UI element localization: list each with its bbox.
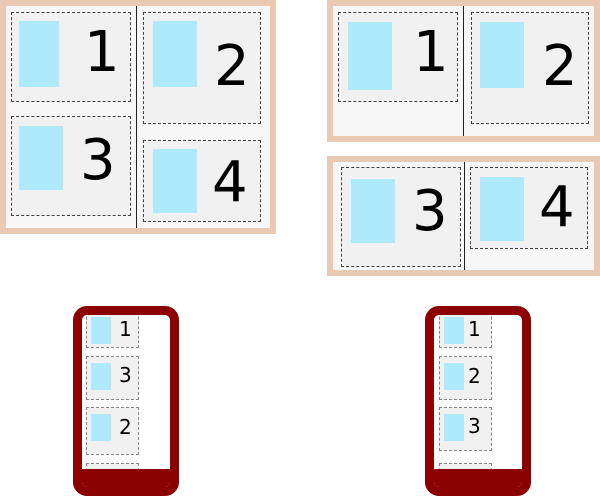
column-divider [464,162,465,270]
phone-list-item[interactable]: 2 [439,356,492,400]
tile-number: 3 [80,128,116,193]
grid-tile-1[interactable]: 1 [11,12,131,102]
image-placeholder-icon [91,363,111,390]
image-placeholder-icon [444,363,464,390]
grid-tile-2[interactable]: 2 [143,12,261,124]
tile-number: 2 [214,34,250,99]
split-layout-top-panel: 1 2 [327,0,600,142]
phone-list-item[interactable]: 1 [86,315,139,348]
phone-chin [82,469,170,487]
image-placeholder-icon [348,22,392,90]
image-placeholder-icon [19,21,59,87]
image-placeholder-icon [153,21,197,87]
tile-number: 3 [468,414,481,438]
phone-list-item[interactable]: 2 [86,407,139,455]
grid-tile-4[interactable]: 4 [143,140,261,222]
split-layout-bottom-canvas: 3 4 [333,162,594,270]
tile-number: 4 [539,175,575,240]
tile-number: 1 [119,317,132,341]
image-placeholder-icon [351,179,395,243]
column-divider [463,6,464,136]
phone-list-item[interactable]: 3 [86,356,139,400]
image-placeholder-icon [480,22,524,88]
split-tile-2[interactable]: 2 [471,12,589,124]
split-layout-bottom-panel: 3 4 [327,156,600,276]
phone-frame-right: 1 2 3 4 [425,306,531,496]
phone-chin [434,469,522,487]
grid-tile-3[interactable]: 3 [11,116,131,216]
tile-number: 3 [412,179,448,244]
split-tile-4[interactable]: 4 [470,167,588,249]
split-tile-3[interactable]: 3 [341,167,461,267]
image-placeholder-icon [153,149,197,213]
phone-frame-left: 1 3 2 4 [73,306,179,496]
image-placeholder-icon [91,317,111,344]
tile-number: 4 [212,150,248,215]
grid-layout-canvas: 1 2 3 4 [6,6,270,228]
image-placeholder-icon [444,414,464,441]
tile-number: 2 [119,415,132,439]
image-placeholder-icon [19,126,63,190]
tile-number: 1 [84,20,120,85]
tile-number: 1 [468,317,481,341]
column-divider [136,6,137,228]
tile-number: 2 [542,34,578,99]
tile-number: 3 [119,363,132,387]
grid-layout-panel: 1 2 3 4 [0,0,276,234]
image-placeholder-icon [480,177,524,241]
phone-list-item[interactable]: 1 [439,315,492,348]
tile-number: 2 [468,364,481,388]
phone-list-item[interactable]: 3 [439,407,492,451]
split-layout-top-canvas: 1 2 [333,6,594,136]
split-tile-1[interactable]: 1 [338,12,458,102]
image-placeholder-icon [444,317,464,344]
tile-number: 1 [413,20,449,85]
image-placeholder-icon [91,414,111,441]
